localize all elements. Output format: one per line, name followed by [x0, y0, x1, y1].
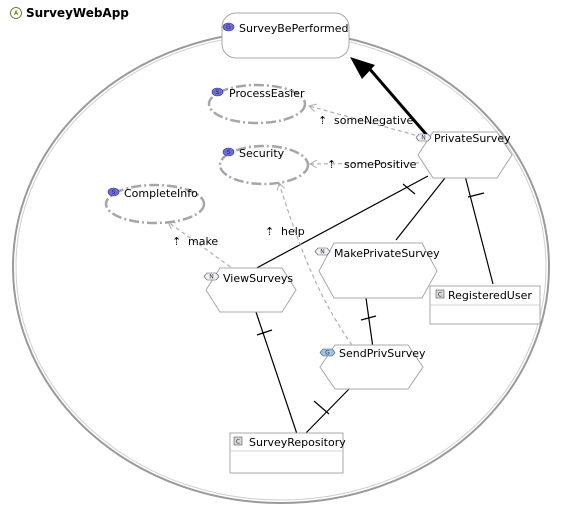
svg-text:S: S	[227, 149, 231, 156]
tick-mark	[313, 400, 330, 415]
svg-text:N: N	[421, 135, 426, 142]
task-icon	[415, 133, 432, 142]
svg-text:somePositive: somePositive	[344, 158, 417, 171]
resource-surveyrepository[interactable]: C SurveyRepository	[229, 432, 346, 474]
svg-text:SurveyBePerformed: SurveyBePerformed	[239, 22, 349, 35]
contrib-symbol: ⇡	[172, 235, 181, 248]
goal-surveybeperformed[interactable]: G SurveyBePerformed	[221, 12, 350, 59]
svg-text:Security: Security	[239, 147, 285, 160]
svg-text:make: make	[188, 235, 218, 248]
svg-text:SendPrivSurvey: SendPrivSurvey	[339, 347, 426, 360]
tick-mark	[256, 329, 273, 336]
svg-text:C: C	[236, 438, 240, 445]
svg-text:C: C	[438, 291, 442, 298]
svg-text:G: G	[325, 350, 330, 357]
svg-text:N: N	[320, 249, 325, 256]
actor-badge: A	[14, 10, 19, 17]
softgoal-completeinfo[interactable]: S CompleteInfo	[104, 183, 206, 225]
actor-title[interactable]: A SurveyWebApp	[10, 6, 130, 20]
contrib-label-help[interactable]: ⇡ help	[265, 225, 305, 238]
class-icon	[435, 289, 445, 299]
link-makeprivatesurvey-sendprivsurvey[interactable]	[365, 297, 374, 349]
task-icon	[203, 272, 220, 281]
svg-text:MakePrivateSurvey: MakePrivateSurvey	[334, 247, 440, 260]
svg-text:PrivateSurvey: PrivateSurvey	[434, 132, 511, 145]
link-privatesurvey-makeprivatesurvey[interactable]	[395, 177, 446, 241]
task-sendprivsurvey[interactable]: G SendPrivSurvey	[319, 344, 426, 390]
svg-text:RegisteredUser: RegisteredUser	[448, 289, 532, 302]
contrib-label-make[interactable]: ⇡ make	[172, 235, 218, 248]
contrib-line-somenegative[interactable]	[309, 106, 423, 138]
tick-mark	[402, 183, 416, 195]
contrib-symbol: ⇡	[318, 114, 327, 127]
contrib-label-somepositive[interactable]: ⇡ somePositive	[327, 158, 417, 171]
softgoal-icon	[107, 187, 120, 197]
task-viewsurveys[interactable]: N ViewSurveys	[203, 267, 297, 313]
svg-text:S: S	[112, 189, 116, 196]
svg-text:someNegative: someNegative	[334, 114, 414, 127]
resource-registereduser[interactable]: C RegisteredUser	[429, 285, 541, 325]
goal-icon	[222, 22, 235, 32]
task-icon	[319, 348, 336, 357]
task-icon	[314, 247, 331, 256]
svg-text:help: help	[281, 225, 305, 238]
svg-text:SurveyRepository: SurveyRepository	[249, 436, 346, 449]
class-icon	[233, 436, 243, 446]
softgoal-icon	[211, 87, 224, 97]
link-privatesurvey-registereduser[interactable]	[463, 171, 494, 285]
task-makeprivatesurvey[interactable]: N MakePrivateSurvey	[314, 242, 440, 299]
softgoal-processeasier[interactable]: S ProcessEasier	[207, 83, 307, 125]
task-privatesurvey[interactable]: N PrivateSurvey	[415, 131, 513, 179]
tick-mark	[467, 192, 485, 198]
svg-text:S: S	[216, 89, 220, 96]
link-viewsurveys-privatesurvey[interactable]	[250, 175, 429, 272]
svg-text:N: N	[209, 274, 214, 281]
svg-text:CompleteInfo: CompleteInfo	[124, 187, 198, 200]
arrowhead-goal	[350, 57, 375, 79]
svg-text:ProcessEasier: ProcessEasier	[229, 87, 305, 100]
contrib-label-somenegative[interactable]: ⇡ someNegative	[318, 114, 414, 127]
softgoal-security[interactable]: S Security	[218, 144, 310, 186]
actor-name: SurveyWebApp	[26, 6, 129, 20]
softgoal-icon	[222, 147, 235, 157]
contrib-symbol: ⇡	[265, 225, 274, 238]
contrib-symbol: ⇡	[327, 158, 336, 171]
svg-text:ViewSurveys: ViewSurveys	[223, 272, 293, 285]
svg-text:G: G	[226, 24, 231, 31]
link-viewsurveys-surveyrepository[interactable]	[255, 311, 299, 438]
tick-mark	[360, 315, 377, 321]
contrib-line-help[interactable]	[279, 183, 353, 346]
actor-icon	[10, 7, 22, 19]
